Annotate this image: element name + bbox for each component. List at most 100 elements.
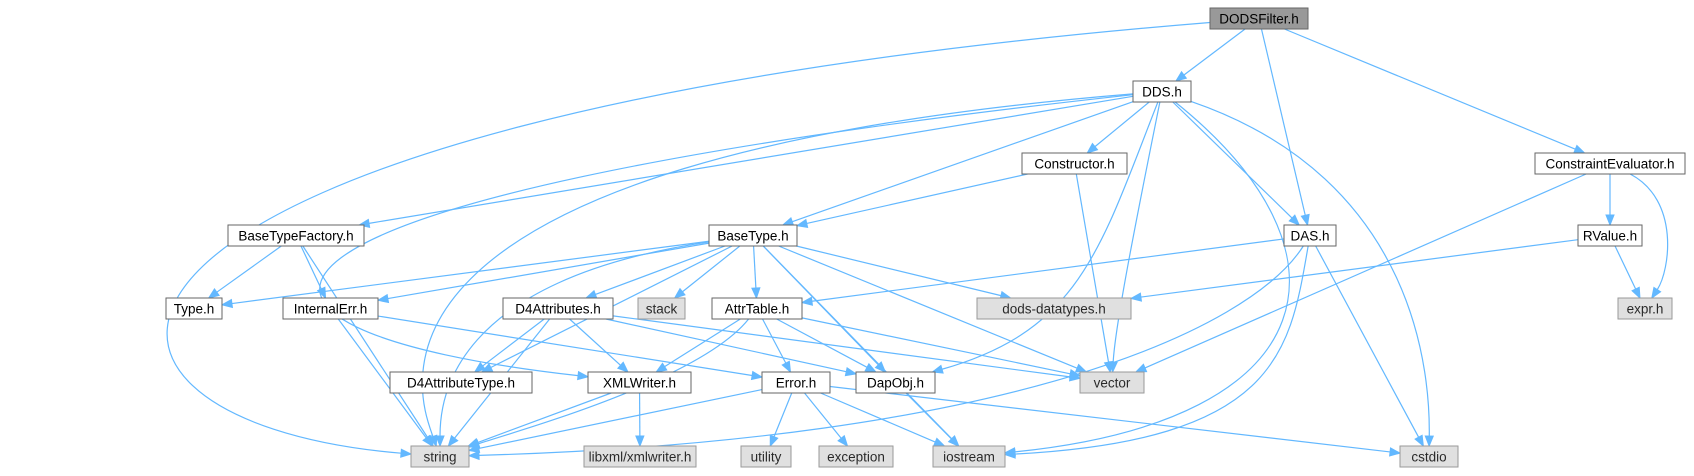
edge-arrowhead <box>800 296 814 306</box>
edge-line <box>752 245 757 289</box>
node-label: Constructor.h <box>1034 157 1114 172</box>
edge-arrowhead <box>467 450 480 461</box>
node-errorh[interactable]: Error.h <box>761 371 831 394</box>
edge-arrowhead <box>932 437 946 447</box>
edge-line <box>300 245 322 290</box>
node-string: string <box>410 445 470 468</box>
edge-arrowhead <box>781 217 795 226</box>
edge-arrowhead <box>447 434 459 448</box>
node-iostream: iostream <box>932 445 1006 468</box>
edge-line <box>806 173 1028 225</box>
edge-line <box>377 315 753 377</box>
node-basetypefactory[interactable]: BaseTypeFactory.h <box>227 224 365 247</box>
edge-arrowhead <box>1651 286 1662 300</box>
edge-line <box>778 245 1078 369</box>
node-label: XMLWriter.h <box>603 376 676 391</box>
edge-constructor-to-basetype <box>795 173 1028 228</box>
node-exception: exception <box>818 445 894 468</box>
edge-arrowhead <box>1129 292 1143 302</box>
edge-basetypefactory-to-typeh <box>207 245 282 299</box>
node-d4attributes[interactable]: D4Attributes.h <box>502 297 614 320</box>
edge-dds-to-basetypefactory <box>357 95 1134 228</box>
node-box <box>708 224 798 247</box>
edge-arrowhead <box>616 361 629 373</box>
node-attrtable[interactable]: AttrTable.h <box>711 297 803 320</box>
node-constraintevaluator[interactable]: ConstraintEvaluator.h <box>1534 152 1686 175</box>
node-label: iostream <box>943 450 995 465</box>
node-label: vector <box>1094 376 1131 391</box>
edge-arrowhead <box>931 364 944 374</box>
edge-line <box>1284 28 1576 150</box>
node-box <box>227 224 365 247</box>
node-libxml: libxml/xmlwriter.h <box>583 445 697 468</box>
edges-layer <box>166 21 1669 461</box>
node-box <box>932 445 1006 468</box>
edge-constraintevaluator-to-vector <box>1134 173 1587 373</box>
node-label: AttrTable.h <box>725 302 790 317</box>
node-cstdio: cstdio <box>1399 445 1459 468</box>
edge-line <box>478 318 750 445</box>
node-box <box>165 297 223 320</box>
edge-das-to-cstdio <box>1315 245 1424 448</box>
edge-arrowhead <box>1068 369 1082 379</box>
node-typeh[interactable]: Type.h <box>165 297 223 320</box>
node-das[interactable]: DAS.h <box>1283 224 1337 247</box>
node-label: DODSFilter.h <box>1219 12 1299 27</box>
node-box <box>410 445 470 468</box>
edge-line <box>829 385 1391 453</box>
edge-arrowhead <box>655 362 668 373</box>
edge-line <box>664 318 741 368</box>
edge-arrowhead <box>220 298 234 309</box>
node-label: RValue.h <box>1583 229 1637 244</box>
node-dodsfilter[interactable]: DODSFilter.h <box>1209 7 1309 30</box>
edge-basetype-to-dodsdatatypes <box>796 245 1013 301</box>
edge-arrowhead <box>400 448 413 458</box>
node-d4attributetype[interactable]: D4AttributeType.h <box>389 371 533 394</box>
node-box <box>1617 297 1673 320</box>
edge-constraintevaluator-to-exprh <box>1629 173 1669 300</box>
edge-basetype-to-string <box>435 241 710 448</box>
edge-line <box>1075 173 1110 363</box>
edge-line <box>478 245 1304 456</box>
node-box <box>1209 7 1309 30</box>
edge-dodsfilter-to-constraintevaluator <box>1284 28 1586 154</box>
edge-arrowhead <box>577 370 590 381</box>
edge-dapobj-to-iostream <box>905 392 960 447</box>
node-label: cstdio <box>1411 450 1446 465</box>
node-box <box>583 445 697 468</box>
node-label: libxml/xmlwriter.h <box>589 450 692 465</box>
node-label: D4AttributeType.h <box>407 376 515 391</box>
node-basetype[interactable]: BaseType.h <box>708 224 798 247</box>
edge-arrowhead <box>837 434 849 448</box>
node-label: expr.h <box>1627 302 1664 317</box>
edge-d4attributes-to-dapobj <box>605 318 858 377</box>
node-box <box>502 297 614 320</box>
node-label: utility <box>751 450 782 465</box>
edge-arrowhead <box>795 218 809 228</box>
node-label: DAS.h <box>1290 229 1329 244</box>
edge-arrowhead <box>864 362 878 373</box>
node-label: string <box>423 450 456 465</box>
node-rvalue[interactable]: RValue.h <box>1577 224 1643 247</box>
node-box <box>761 371 831 394</box>
edge-line <box>804 392 842 439</box>
edge-line <box>478 388 763 450</box>
edge-arrowhead <box>635 435 645 448</box>
edge-line <box>1172 101 1293 219</box>
edge-line <box>1140 239 1579 298</box>
edge-arrowhead <box>751 287 761 300</box>
node-box <box>855 371 936 394</box>
node-internalerr[interactable]: InternalErr.h <box>282 297 379 320</box>
edge-line <box>1190 100 1430 437</box>
node-dds[interactable]: DDS.h <box>1132 80 1192 103</box>
edge-line <box>792 101 1134 223</box>
edge-arrowhead <box>1573 144 1586 154</box>
edge-arrowhead <box>1631 286 1641 300</box>
edge-line <box>387 242 710 300</box>
node-dapobj[interactable]: DapObj.h <box>855 371 936 394</box>
node-xmlwriter[interactable]: XMLWriter.h <box>587 371 692 394</box>
node-constructor[interactable]: Constructor.h <box>1021 152 1128 175</box>
edge-rvalue-to-dodsdatatypes <box>1129 239 1579 302</box>
